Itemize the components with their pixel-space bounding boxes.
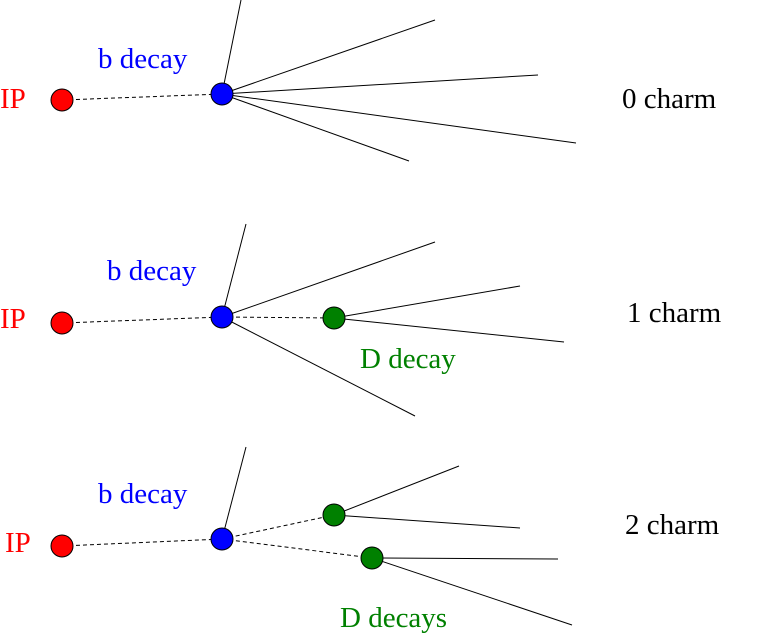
d-track — [371, 557, 559, 560]
charm-count-label: 2 charm — [625, 509, 720, 541]
ip-label: IP — [5, 527, 31, 559]
b-track — [221, 74, 539, 95]
b-decay-label: b decay — [107, 255, 197, 287]
ip-vertex — [50, 534, 74, 558]
panel-2-charm: IP b decay D decays 2 charm — [5, 446, 720, 634]
b-to-d-flight-path — [221, 316, 335, 319]
b-track — [221, 93, 410, 162]
ip-to-b-flight-path — [61, 316, 223, 324]
d-track — [333, 465, 460, 516]
b-track — [221, 241, 436, 318]
b-track — [221, 223, 247, 318]
ip-label: IP — [0, 303, 26, 335]
ip-vertex — [50, 88, 74, 112]
ip-vertex — [50, 311, 74, 335]
ip-to-b-flight-path — [61, 538, 223, 547]
charm-count-label: 1 charm — [627, 297, 722, 329]
b-decay-label: b decay — [98, 43, 188, 75]
d-track — [333, 514, 521, 529]
b-to-d2-flight-path — [221, 538, 373, 559]
b-to-d1-flight-path — [221, 514, 335, 540]
b-track — [221, 316, 416, 417]
b-decay-label: b decay — [98, 478, 188, 510]
d-decay-vertex — [322, 306, 346, 330]
b-decay-vertex — [210, 82, 234, 106]
b-decay-vertex — [210, 527, 234, 551]
d-decays-label: D decays — [340, 602, 447, 634]
d-track — [371, 557, 573, 626]
d-decay-vertex — [360, 546, 384, 570]
d-track — [333, 285, 521, 319]
d-decay-label: D decay — [360, 343, 456, 375]
ip-to-b-flight-path — [61, 93, 223, 101]
b-decay-vertex — [210, 305, 234, 329]
panel-1-charm: IP b decay D decay 1 charm — [0, 223, 722, 417]
panel-0-charm: IP b decay 0 charm — [0, 0, 717, 162]
b-track — [221, 19, 436, 95]
b-track — [221, 0, 242, 95]
ip-label: IP — [0, 83, 26, 115]
d-track — [333, 317, 565, 343]
b-track — [221, 446, 247, 540]
b-track — [221, 93, 577, 144]
charm-count-label: 0 charm — [622, 83, 717, 115]
d-decay-vertex — [322, 503, 346, 527]
